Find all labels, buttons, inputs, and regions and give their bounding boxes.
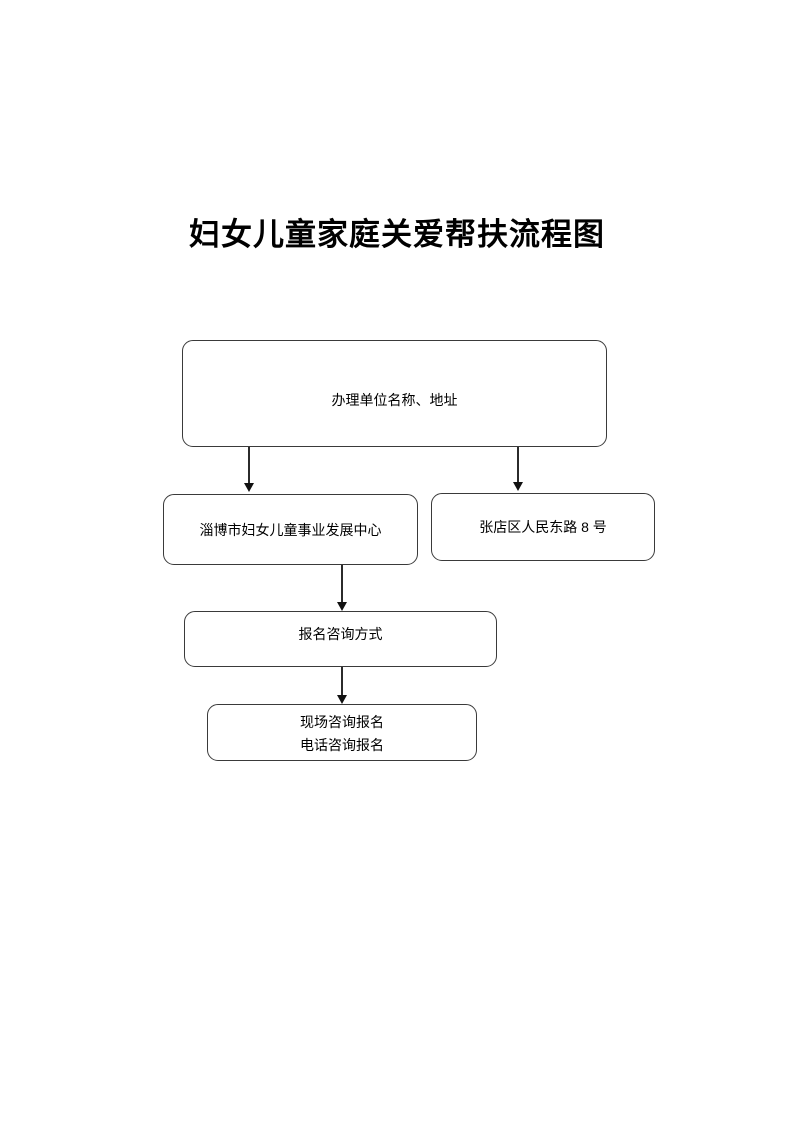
flow-node-org-label: 淄博市妇女儿童事业发展中心 — [199, 521, 382, 538]
arrow-head-icon — [512, 482, 523, 491]
flow-node-address-label: 张店区人民东路 8 号 — [479, 519, 607, 535]
flow-node-org: 淄博市妇女儿童事业发展中心 — [163, 494, 418, 565]
flow-node-methods: 现场咨询报名 电话咨询报名 — [207, 704, 477, 761]
flow-node-methods-label: 现场咨询报名 电话咨询报名 — [300, 714, 384, 753]
page-title: 妇女儿童家庭关爱帮扶流程图 — [189, 217, 605, 252]
arrow-head-icon — [243, 483, 254, 492]
arrow-shaft — [517, 447, 519, 483]
flow-node-channel-label: 报名咨询方式 — [298, 626, 383, 642]
arrow-shaft — [341, 565, 343, 603]
arrow-shaft — [341, 667, 343, 696]
flow-node-channel: 报名咨询方式 — [184, 611, 497, 667]
arrow-head-icon — [336, 695, 347, 704]
flow-node-address: 张店区人民东路 8 号 — [431, 493, 655, 561]
flow-node-unit-label: 办理单位名称、地址 — [331, 392, 458, 408]
arrow-shaft — [248, 447, 250, 484]
flow-node-unit: 办理单位名称、地址 — [182, 340, 607, 447]
arrow-head-icon — [336, 602, 347, 611]
